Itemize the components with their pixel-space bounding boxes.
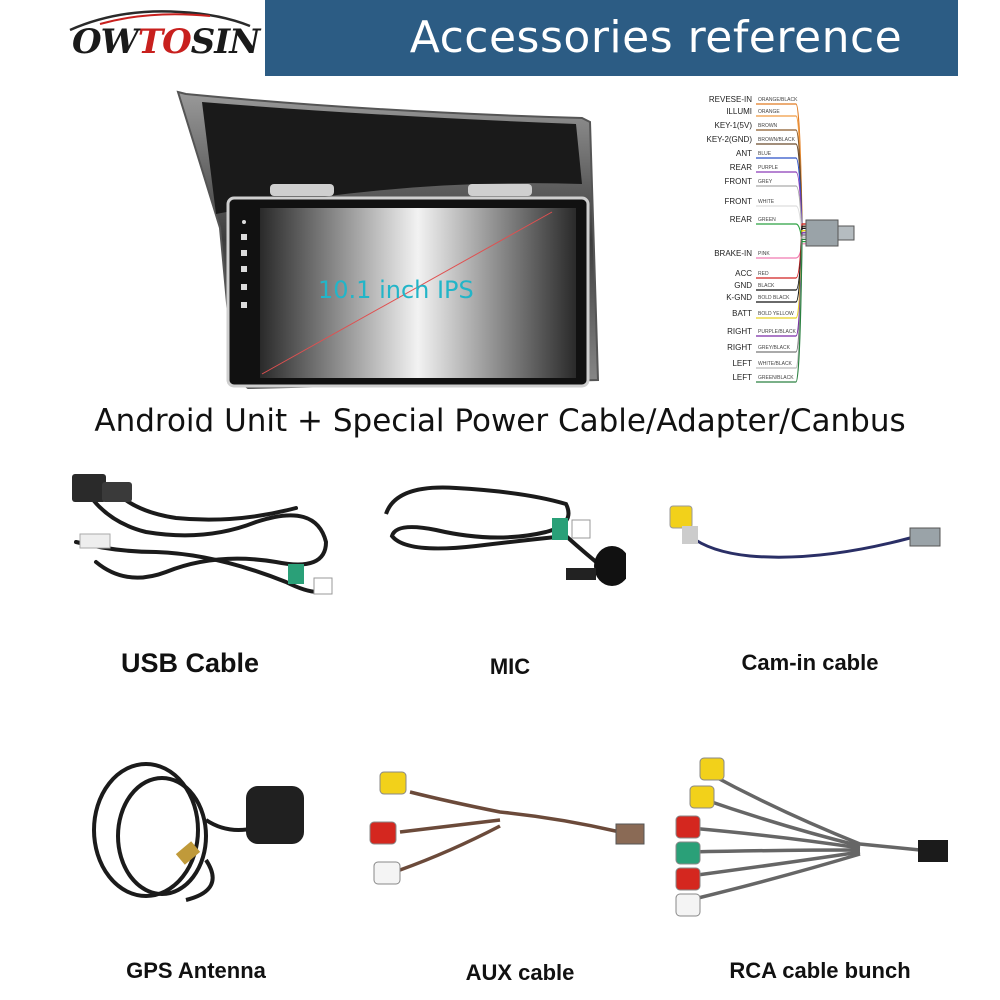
aux-cable-label: AUX cable [465,960,575,985]
wire-line [756,227,806,303]
screen-label: 10.1 inch IPS [318,276,474,304]
wiring-lines [756,103,855,383]
wire-color-label: BROWN/BLACK [758,137,795,143]
wire-color-label: RED [758,271,769,277]
wire-label: ILLUMI [726,107,752,116]
cam-in-cable-label: Cam-in cable [741,650,879,675]
wire-label: GND [734,281,752,290]
wire-color-label: PURPLE/BLACK [758,329,796,335]
mic-label: MIC [489,654,531,679]
wire-label: ANT [736,149,752,158]
usb-cable-label: USB Cable [120,648,260,678]
cam-in-cable-image [669,505,941,559]
logo-text: OWTOSIN [72,22,260,62]
wire-label: BATT [732,309,752,318]
rca-cable-bunch-image [675,757,948,917]
wire-label: FRONT [724,197,752,206]
wire-label: LEFT [732,373,752,382]
gps-antenna-label: GPS Antenna [126,958,266,983]
wire-label: REVESE-IN [708,95,752,104]
android-unit-image [176,90,600,390]
unit-caption: Android Unit + Special Power Cable/Adapt… [94,403,906,439]
wire-label: BRAKE-IN [714,249,752,258]
wire-color-label: GREEN/BLACK [758,375,794,381]
wire-line [756,238,806,383]
wire-label: KEY-2(GND) [706,135,753,144]
wire-color-label: BLACK [758,283,775,289]
wire-color-label: WHITE [758,199,775,205]
wire-color-label: ORANGE [758,109,780,115]
wire-label: FRONT [724,177,752,186]
wire-label: REAR [729,163,752,172]
page-title: Accessories reference [409,12,903,63]
wire-color-label: WHITE/BLACK [758,361,792,367]
wire-color-label: PINK [758,251,770,257]
wire-line [756,223,806,279]
wire-label: KEY-1(5V) [714,121,753,130]
wire-color-label: PURPLE [758,165,779,171]
wire-label: ACC [735,269,752,278]
aux-cable-image [369,771,645,885]
wire-label: K-GND [726,293,752,302]
wire-label: RIGHT [727,327,752,336]
wire-label: RIGHT [727,343,752,352]
wiring-diagram: REVESE-IN ORANGE/BLACK ILLUMI ORANGE KEY-1(5… [700,88,860,384]
rca-cable-bunch-label: RCA cable bunch [729,958,911,983]
wire-color-label: GREY [758,179,773,185]
gps-antenna-image [92,762,304,902]
wire-color-label: BOLD YELLOW [758,311,794,317]
car-swoosh-icon [69,10,251,32]
wire-color-label: BROWN [758,123,778,129]
mic-image [384,485,626,586]
wire-color-label: ORANGE/BLACK [758,97,798,103]
wire-color-label: GREY/BLACK [758,345,790,351]
wire-color-label: GREEN [758,217,776,223]
wire-color-label: BLUE [758,151,772,157]
wire-line [756,223,806,243]
usb-cable-image [72,474,333,595]
wire-label: LEFT [732,359,752,368]
wire-color-label: BOLD BLACK [758,295,790,301]
brand-logo: OWTOSIN [0,0,265,76]
wire-label: REAR [729,215,752,224]
